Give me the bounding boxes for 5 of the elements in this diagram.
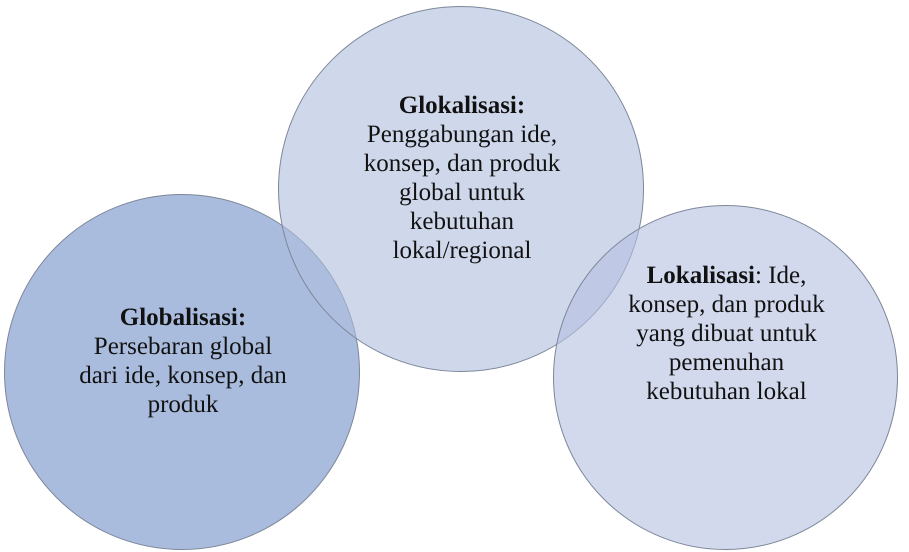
circle-text: Penggabungan ide, konsep, dan produk global untuk kebutuhan lokal/regional [362, 120, 562, 265]
circle-heading: Globalisasi: [118, 303, 248, 332]
circle-text: Persebaran global dari ide, konsep, dan produk [78, 332, 288, 419]
circle-text: Lokalisasi: Ide, konsep, dan produk yang dibuat untuk pemenuhan kebutuhan lokal [627, 261, 826, 406]
circle-heading: Glokalisasi: [398, 91, 526, 120]
